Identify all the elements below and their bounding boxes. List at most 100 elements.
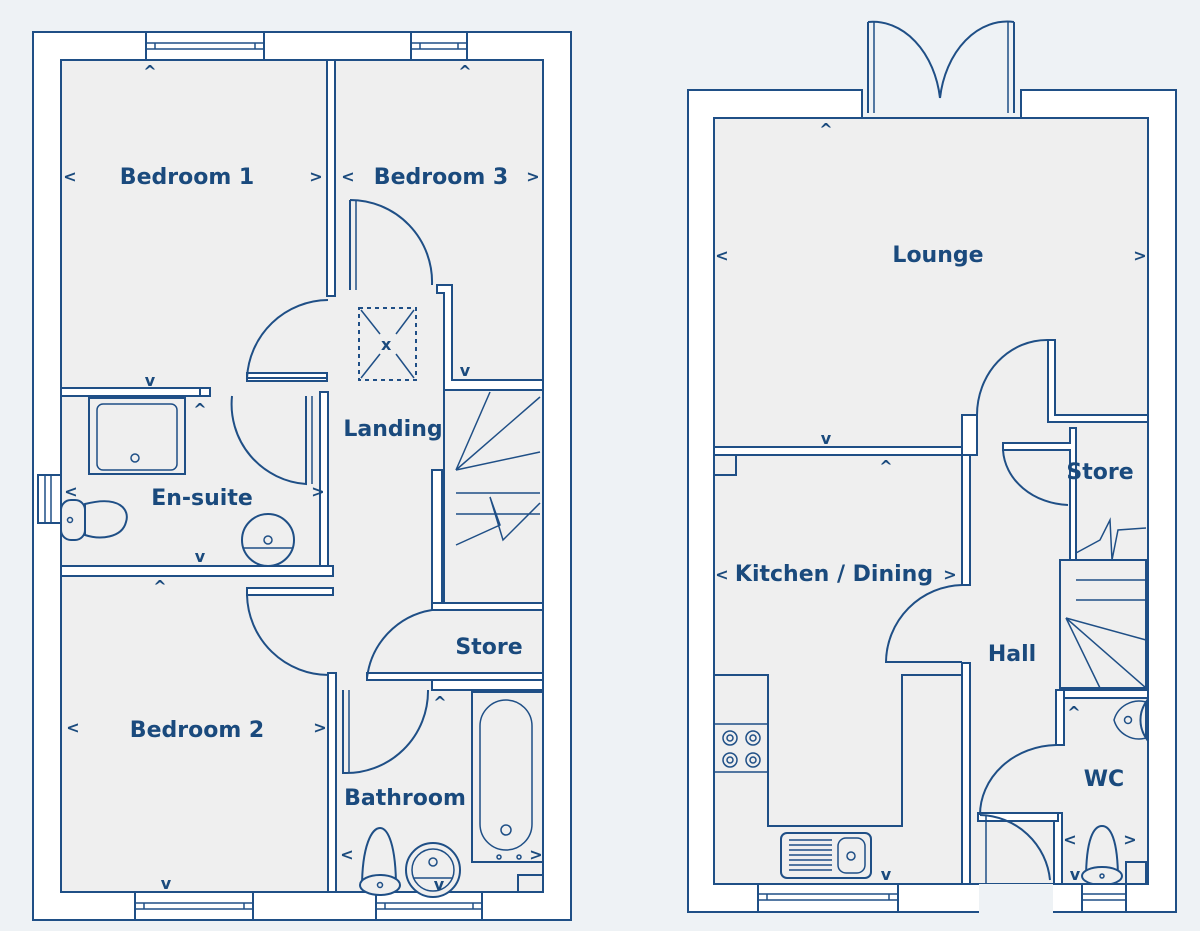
ground-floor-plan: Lounge Store Kitchen / Dining Hall WC ^ … xyxy=(687,20,1177,913)
door-store-lower[interactable] xyxy=(1002,449,1069,506)
wall-kitchen-hall-upper xyxy=(961,454,971,586)
door-lounge-hall[interactable] xyxy=(976,338,1049,416)
bathroom-basin-icon xyxy=(405,842,461,898)
basin-icon xyxy=(241,513,295,567)
door-bathroom[interactable] xyxy=(342,689,430,775)
wall-ensuite-bedroom2 xyxy=(60,565,334,577)
svg-text:v: v xyxy=(1070,865,1081,884)
wall-ensuite-landing xyxy=(319,391,329,571)
room-label-store-lower: Store xyxy=(1066,460,1133,485)
bath-corner-box xyxy=(517,874,544,893)
toilet-icon xyxy=(60,499,128,541)
hob-icon xyxy=(722,730,761,768)
wall-stub xyxy=(199,387,211,397)
door-bedroom1[interactable] xyxy=(245,299,329,379)
svg-text:^: ^ xyxy=(819,120,832,139)
wall-wc-left-lower xyxy=(1053,812,1063,885)
shower-tray-icon xyxy=(88,397,186,475)
room-label-kitchen-dining: Kitchen / Dining xyxy=(735,562,933,587)
svg-text:>: > xyxy=(526,167,539,186)
bathroom-toilet-icon xyxy=(359,826,401,896)
wall-lounge-hall-stub xyxy=(961,414,978,456)
front-door[interactable] xyxy=(979,814,1051,888)
window-bedroom1 xyxy=(145,31,265,61)
bath-icon xyxy=(471,691,544,863)
room-label-bedroom3: Bedroom 3 xyxy=(374,165,508,190)
dimension-markers-first-floor: ^ v < > ^ v < > ^ v < > ^ v < > ^ v < > xyxy=(63,62,542,894)
svg-text:>: > xyxy=(529,845,542,864)
door-bedroom2[interactable] xyxy=(246,594,330,676)
wc-corner-box xyxy=(1125,861,1147,885)
svg-text:v: v xyxy=(460,361,471,380)
svg-text:<: < xyxy=(1063,830,1076,849)
room-label-wc: WC xyxy=(1084,767,1124,792)
door-wc[interactable] xyxy=(979,744,1057,816)
front-door-opening xyxy=(979,884,1053,913)
sink-icon xyxy=(780,832,872,879)
wall-bed1-ensuite-left xyxy=(60,387,206,397)
staircase-ground-floor xyxy=(1065,517,1147,689)
stair-enclosure xyxy=(443,389,544,609)
room-label-bedroom2: Bedroom 2 xyxy=(130,718,264,743)
svg-text:^: ^ xyxy=(879,457,892,476)
svg-text:v: v xyxy=(195,547,206,566)
svg-text:>: > xyxy=(1133,246,1146,265)
room-label-ensuite: En-suite xyxy=(151,486,253,511)
wall-bathroom-top xyxy=(431,679,544,691)
svg-text:v: v xyxy=(434,875,445,894)
wall-wc-left-upper xyxy=(1055,689,1065,746)
wall-entrance xyxy=(977,812,1059,822)
svg-text:<: < xyxy=(63,167,76,186)
room-label-lounge: Lounge xyxy=(892,243,983,268)
svg-text:<: < xyxy=(341,167,354,186)
svg-text:^: ^ xyxy=(143,62,156,81)
wall-stair-store xyxy=(431,602,544,611)
room-label-store-upper: Store xyxy=(455,635,522,660)
room-label-bathroom: Bathroom xyxy=(344,786,466,811)
room-label-bedroom1: Bedroom 1 xyxy=(120,165,254,190)
wall-kitchen-hall-lower xyxy=(961,662,971,885)
wall-stair-wc xyxy=(1055,689,1149,699)
svg-text:^: ^ xyxy=(433,693,446,712)
dimension-markers-ground-floor: ^ v < > ^ v < > ^ v < > xyxy=(715,120,1146,884)
window-ensuite xyxy=(37,474,62,524)
wall-lounge-kitchen xyxy=(713,446,963,456)
door-ensuite[interactable] xyxy=(230,395,313,486)
svg-text:v: v xyxy=(821,429,832,448)
wall-bedroom2-landing xyxy=(246,587,334,596)
kitchen-units xyxy=(714,674,962,827)
svg-text:<: < xyxy=(715,246,728,265)
svg-text:^: ^ xyxy=(1067,703,1080,722)
wall-bedroom2-bathroom xyxy=(327,672,337,893)
door-bedroom3[interactable] xyxy=(349,199,434,290)
svg-text:>: > xyxy=(313,718,326,737)
svg-text:>: > xyxy=(1123,830,1136,849)
door-store-upper[interactable] xyxy=(366,609,433,679)
wc-toilet-icon xyxy=(1081,824,1123,886)
window-bedroom2 xyxy=(134,891,254,921)
door-kitchen[interactable] xyxy=(884,584,963,663)
svg-text:<: < xyxy=(64,482,77,501)
window-kitchen xyxy=(757,883,899,913)
svg-text:v: v xyxy=(161,874,172,893)
room-label-hall: Hall xyxy=(988,642,1036,667)
svg-text:<: < xyxy=(715,565,728,584)
svg-text:v: v xyxy=(881,865,892,884)
svg-text:<: < xyxy=(66,718,79,737)
wall-bed1-bed3 xyxy=(326,59,336,297)
french-doors[interactable] xyxy=(867,20,1015,113)
loft-hatch-x-icon: x xyxy=(381,335,392,354)
kitchen-corner-box xyxy=(713,454,737,476)
window-bedroom3 xyxy=(410,31,468,61)
first-floor-plan: x xyxy=(32,31,572,921)
svg-text:^: ^ xyxy=(153,577,166,596)
wall-lounge-store xyxy=(1047,339,1149,423)
staircase-first-floor xyxy=(455,391,541,546)
svg-text:>: > xyxy=(311,482,324,501)
svg-text:^: ^ xyxy=(193,400,206,419)
wall-stair-left xyxy=(431,469,443,609)
svg-text:^: ^ xyxy=(458,62,471,81)
loft-hatch xyxy=(358,307,417,381)
wall-store-bathroom xyxy=(366,672,544,681)
